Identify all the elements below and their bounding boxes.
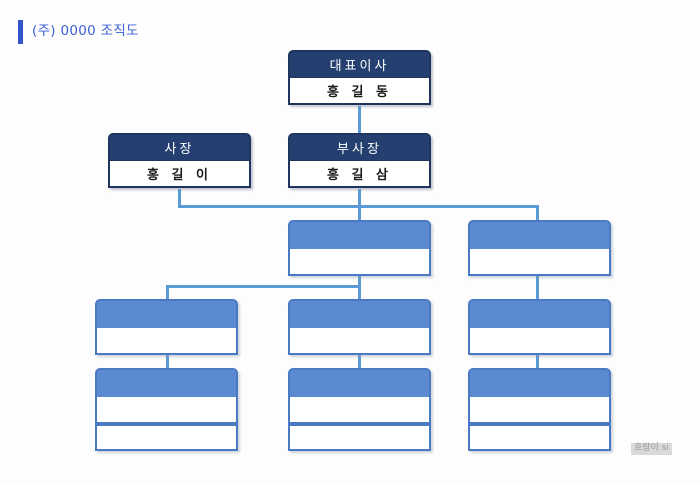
org-node-n5[interactable] xyxy=(468,220,611,276)
connector-president-down xyxy=(178,189,181,208)
org-node-n10[interactable] xyxy=(288,368,431,451)
org-node-n10-row1 xyxy=(288,397,431,424)
org-node-n8[interactable] xyxy=(468,299,611,355)
org-node-n10-title xyxy=(288,368,431,397)
connector-n6-to-n9 xyxy=(166,354,169,369)
org-node-n10-row2 xyxy=(288,424,431,451)
org-node-n5-title xyxy=(468,220,611,249)
org-node-vicepresident-title: 부사장 xyxy=(288,133,431,160)
org-node-n8-title xyxy=(468,299,611,328)
org-node-n6-title xyxy=(95,299,238,328)
connector-n8-to-n11 xyxy=(536,354,539,369)
org-node-n4-name xyxy=(288,249,431,276)
org-node-n4-title xyxy=(288,220,431,249)
org-node-n9-row1 xyxy=(95,397,238,424)
connector-level3-right-branch xyxy=(536,205,539,222)
connector-vicepresident-down xyxy=(358,189,361,221)
page-title-text: (주) 0000 조직도 xyxy=(32,23,139,40)
connector-ceo-down xyxy=(358,106,361,133)
org-node-n9-row2 xyxy=(95,424,238,451)
connector-n4-down xyxy=(358,276,361,300)
org-node-n6[interactable] xyxy=(95,299,238,355)
connector-n5-down xyxy=(536,276,539,300)
org-node-n7-name xyxy=(288,328,431,355)
connector-n7-to-n10 xyxy=(358,354,361,369)
org-node-n11-row2 xyxy=(468,424,611,451)
org-node-n9[interactable] xyxy=(95,368,238,451)
connector-n6-up xyxy=(166,285,169,300)
title-accent-bar xyxy=(18,20,23,44)
connector-level4-bus xyxy=(166,285,361,288)
org-node-vicepresident-name: 홍 길 삼 xyxy=(288,160,431,188)
org-node-n9-title xyxy=(95,368,238,397)
org-node-ceo[interactable]: 대표이사 홍 길 동 xyxy=(288,50,431,105)
org-node-n6-name xyxy=(95,328,238,355)
org-node-n8-name xyxy=(468,328,611,355)
org-node-n11[interactable] xyxy=(468,368,611,451)
org-node-n5-name xyxy=(468,249,611,276)
org-node-ceo-name: 홍 길 동 xyxy=(288,77,431,105)
org-node-n7[interactable] xyxy=(288,299,431,355)
org-node-president-title: 사장 xyxy=(108,133,251,160)
org-node-n4[interactable] xyxy=(288,220,431,276)
org-node-vicepresident[interactable]: 부사장 홍 길 삼 xyxy=(288,133,431,188)
org-node-n11-title xyxy=(468,368,611,397)
page-title: (주) 0000 조직도 xyxy=(18,20,139,44)
org-node-president[interactable]: 사장 홍 길 이 xyxy=(108,133,251,188)
org-node-n11-row1 xyxy=(468,397,611,424)
watermark: 호랑이 si xyxy=(631,443,672,455)
org-node-president-name: 홍 길 이 xyxy=(108,160,251,188)
org-node-ceo-title: 대표이사 xyxy=(288,50,431,77)
org-node-n7-title xyxy=(288,299,431,328)
